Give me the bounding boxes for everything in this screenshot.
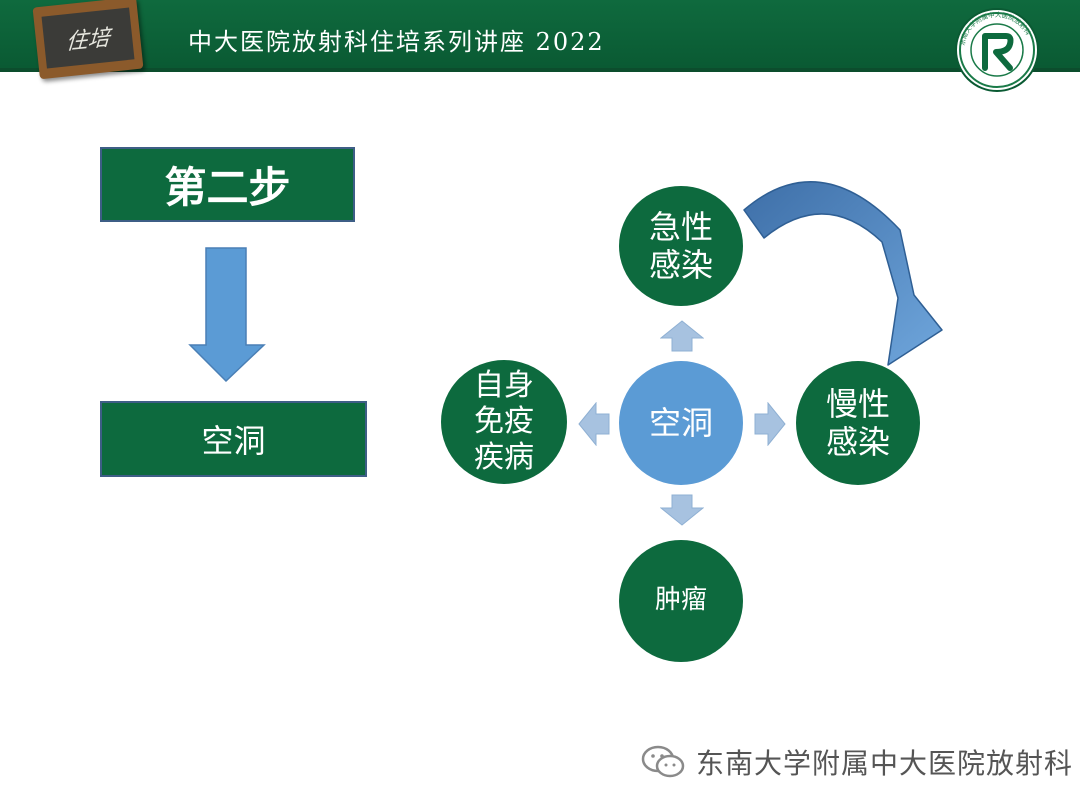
down-arrow-icon — [188, 247, 266, 383]
wechat-icon — [641, 745, 685, 778]
curved-arrow-icon — [743, 181, 943, 366]
result-box: 空洞 — [100, 401, 367, 477]
chalkboard-badge: 住培 — [32, 0, 144, 80]
watermark-text: 东南大学附属中大医院放射科 — [696, 747, 1074, 780]
left-arrow-icon — [578, 402, 610, 446]
step-box: 第二步 — [100, 147, 355, 222]
node-autoimmune-disease: 自身 免疫 疾病 — [441, 360, 567, 484]
badge-text: 住培 — [65, 25, 111, 56]
node-cavity-center: 空洞 — [619, 361, 743, 485]
header-title: 中大医院放射科住培系列讲座 2022 — [188, 28, 605, 56]
node-chronic-infection: 慢性 感染 — [796, 361, 920, 485]
node-tumor: 肿瘤 — [619, 540, 743, 662]
watermark: 东南大学附属中大医院放射科 — [640, 742, 1073, 782]
up-arrow-icon — [660, 320, 704, 352]
right-arrow-icon — [754, 402, 786, 446]
down-small-arrow-icon — [660, 494, 704, 526]
node-acute-infection: 急性 感染 — [619, 186, 743, 306]
department-logo-icon: 东南大学附属中大医院放射科 — [955, 8, 1039, 92]
header-bar: 住培 中大医院放射科住培系列讲座 2022 — [0, 0, 1080, 80]
